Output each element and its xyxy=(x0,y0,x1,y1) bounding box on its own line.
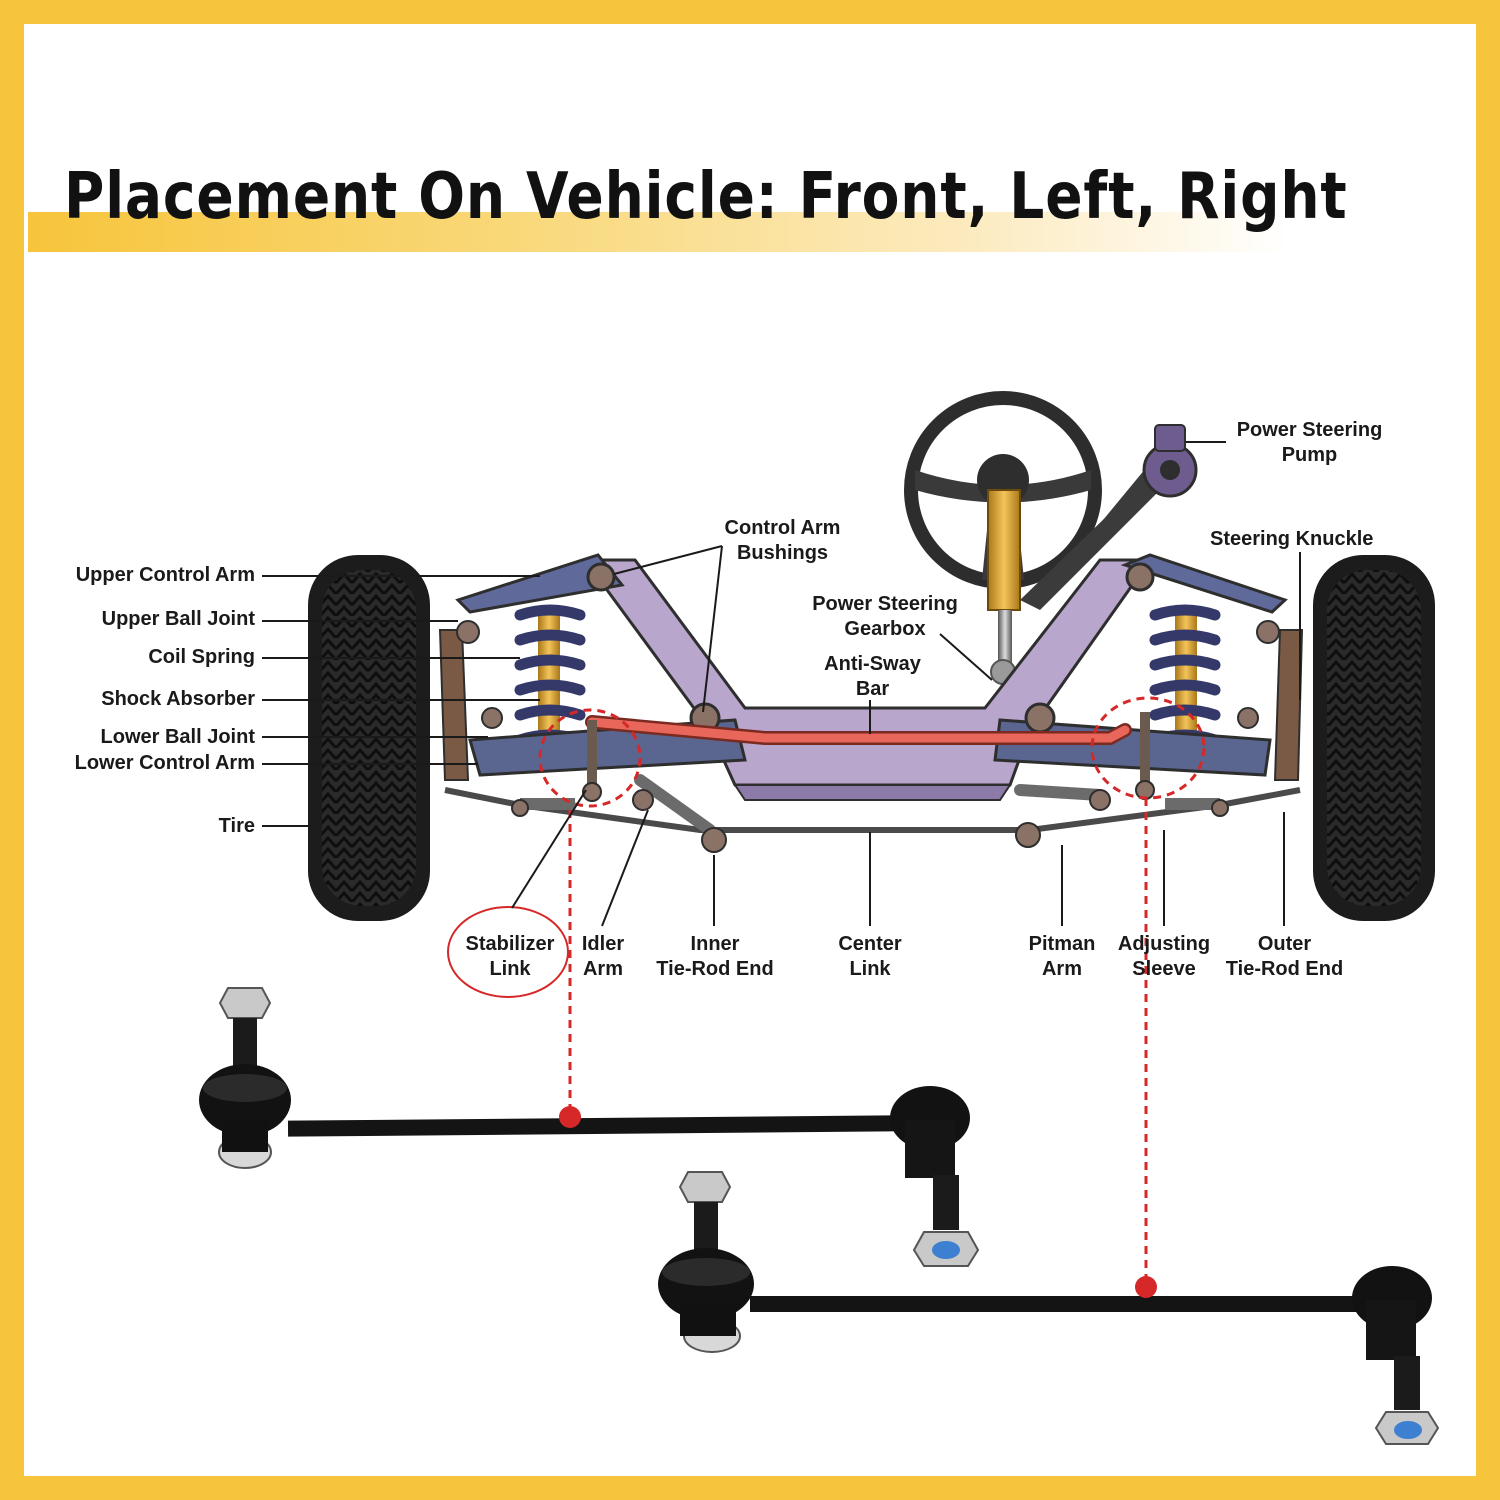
stabilizer-label-circle xyxy=(447,906,569,998)
coil-spring-left xyxy=(514,604,586,746)
leader-lines xyxy=(262,441,1301,927)
right-tire xyxy=(1313,555,1435,921)
label-upper-control-arm: Upper Control Arm xyxy=(75,564,255,586)
upper-control-arm-left xyxy=(455,553,625,614)
label-steering-knuckle: Steering Knuckle xyxy=(1210,528,1374,550)
power-steering-pump xyxy=(1020,424,1198,610)
stabilizer-link-right xyxy=(1135,712,1155,800)
highlight-circle-left xyxy=(538,708,642,808)
label-coil-spring: Coil Spring xyxy=(148,646,255,668)
stabilizer-link-product-2 xyxy=(658,1171,1440,1445)
label-lower-control-arm: Lower Control Arm xyxy=(74,752,255,774)
highlight-circle-right xyxy=(1090,696,1206,800)
label-lower-ball-joint: Lower Ball Joint xyxy=(100,726,255,748)
stabilizer-link-product-1 xyxy=(199,987,980,1267)
page-title: Placement On Vehicle: Front, Left, Right xyxy=(64,160,1348,234)
label-upper-ball-joint: Upper Ball Joint xyxy=(101,608,255,630)
steering-knuckle-left xyxy=(438,629,470,781)
steering-linkage xyxy=(444,774,1301,853)
label-shock-absorber: Shock Absorber xyxy=(101,688,255,710)
stabilizer-link-left xyxy=(582,720,602,802)
coil-spring-right xyxy=(1149,604,1221,746)
steering-knuckle-right xyxy=(1273,629,1304,781)
marker-dot-right xyxy=(1135,1276,1157,1298)
anti-sway-bar xyxy=(587,717,1130,743)
steering-column xyxy=(987,489,1021,685)
title-highlight-band xyxy=(28,212,1290,252)
upper-control-arm-right xyxy=(1120,553,1288,614)
label-tire: Tire xyxy=(218,815,255,837)
marker-dot-left xyxy=(559,1106,581,1128)
